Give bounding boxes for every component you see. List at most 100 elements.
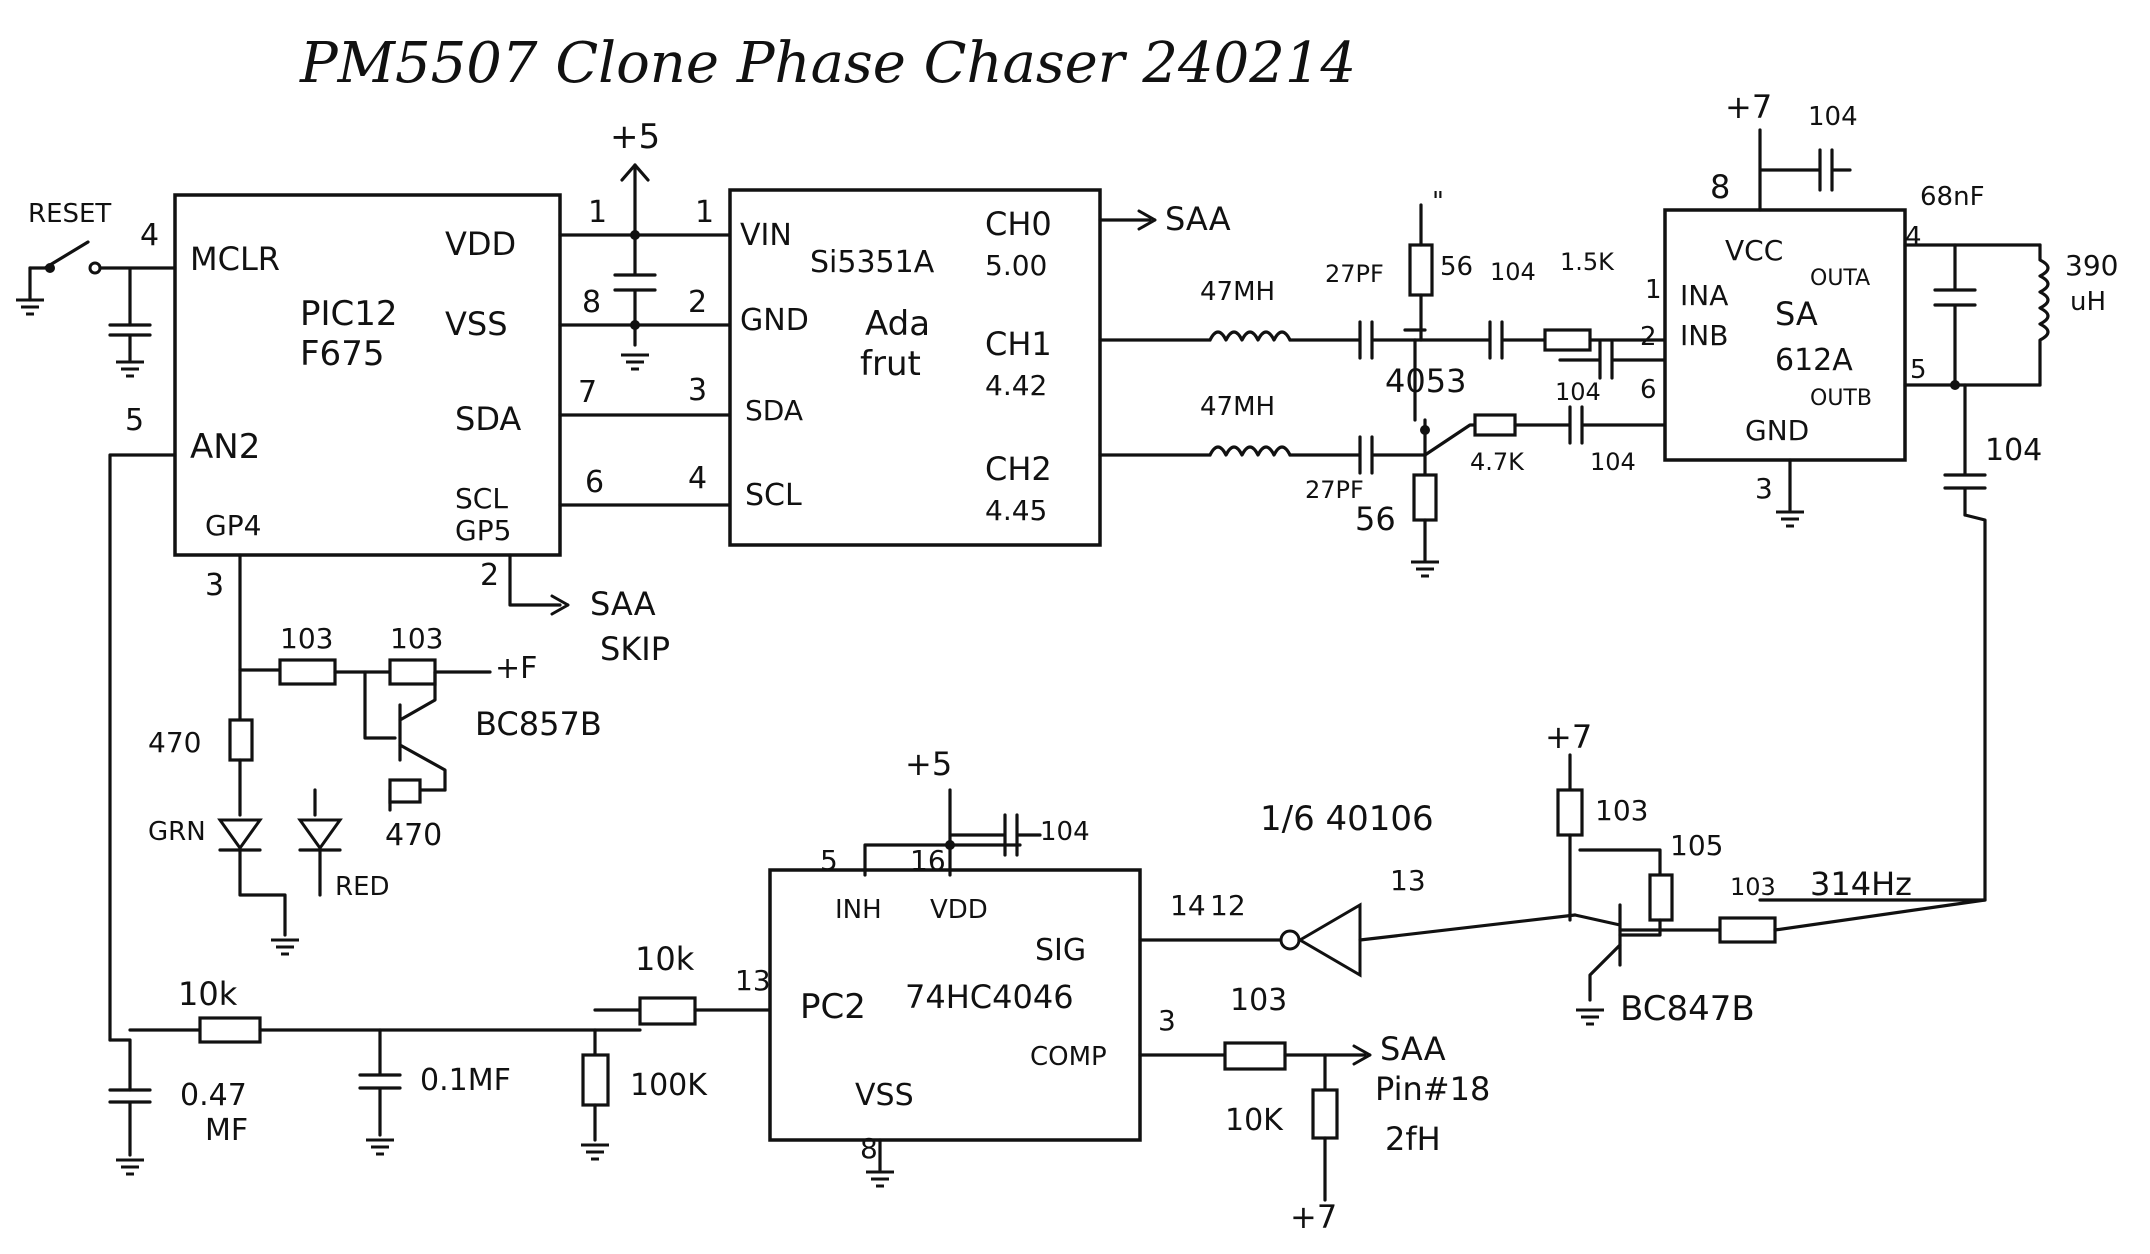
inverter-pin-in: 13 [1390,864,1426,897]
filter-network: 0.47 MF 10k 0.1MF 100K 10k [108,453,772,1176]
led-section: 103 103 +F BC857B 470 GRN 470 RED [148,553,602,956]
saa-res10k-label: 10K [1225,1103,1284,1138]
bc847-res103b-label: 103 [1730,873,1776,901]
pll-pinnum-pc2: 13 [735,964,771,997]
inverter-label: 1/6 40106 [1260,799,1434,839]
pll-part: 74HC4046 [905,978,1074,1016]
pic-pinnum-sda: 7 [578,375,597,410]
pic-pinnum-vdd: 1 [588,195,607,230]
pll-pinnum-vss: 8 [860,1132,878,1165]
si5351-pin-sda: SDA [745,394,803,427]
si5351-saa-out: SAA [1165,200,1231,238]
saa-skip-line1: SAA [590,585,656,623]
res10k-b-label: 10k [635,940,695,978]
pll-decoupling-label: 104 [1040,817,1090,847]
bc857b-label: BC857B [475,705,602,743]
pll-pinnum-comp: 3 [1158,1004,1176,1037]
pic-pinnum-an2: 5 [125,403,144,438]
res4k7-label: 4.7K [1470,448,1525,476]
pic-pinnum-gp4: 3 [205,568,224,603]
si5351-ch0-freq: 5.00 [985,249,1047,282]
sa612-pinnum-outa: 4 [1905,222,1922,252]
pic-pin-sda: SDA [455,400,521,438]
si5351-ch1-freq: 4.42 [985,369,1047,402]
cap2-label: 27PF [1305,476,1364,504]
cap104-c-label: 104 [1555,378,1601,406]
diagram-title: PM5507 Clone Phase Chaser 240214 [299,31,1356,96]
si5351-pinnum-vin: 1 [695,195,714,230]
supply-plus5-top: +5 [610,117,660,157]
pll-pinnum-sig-b: 12 [1210,889,1246,922]
pll-pin-comp: COMP [1030,1042,1107,1072]
si5351-part: Si5351A [810,245,935,280]
cap104-b-label: 104 [1590,448,1636,476]
si5351a-module: Si5351A Ada frut VIN GND SDA SCL 1 2 3 4… [688,188,1102,547]
pll-pin-pc2: PC2 [800,987,866,1027]
led-green-label: GRN [148,817,206,847]
rf-path: 47MH 27PF 56 " 4053 104 1.5K 47MH 27PF 4… [1098,187,1667,578]
sa612-decoupling-label: 104 [1808,102,1858,132]
tank-circuit: 68nF 390 uH 104 [1758,182,2118,902]
pic-pin-mclr: MCLR [190,240,280,278]
sa612-pinnum-inb2: 6 [1640,375,1657,405]
si5351-pinnum-scl: 4 [688,461,707,496]
sa612-part-line1: SA [1775,295,1818,333]
si5351-pin-gnd: GND [740,303,809,338]
si5351-pin-vin: VIN [740,218,792,253]
res10k-a-label: 10k [178,975,238,1013]
pic-pinnum-scl: 6 [585,465,604,500]
si5351-brand-line2: frut [860,344,921,384]
pic-part-line2: F675 [300,334,384,374]
si5351-ch2: CH2 [985,450,1052,488]
pic-pinnum-vss: 8 [582,285,601,320]
cap1-label: 27PF [1325,260,1384,288]
si5351-pinnum-gnd: 2 [688,285,707,320]
si5351-ch0: CH0 [985,205,1052,243]
inverter-stage: 1/6 40106 13 [1138,799,1577,978]
sa612-pinnum-inb: 2 [1640,322,1657,352]
sa612-pin-vcc: VCC [1725,234,1783,267]
bc847b-label: BC847B [1620,989,1755,1029]
sa612-cap68-label: 68nF [1920,182,1985,212]
si5351-ch2-freq: 4.45 [985,494,1047,527]
supply-plusf: +F [495,651,537,686]
cap047-line2: MF [205,1113,248,1148]
saa-out-line1: SAA [1380,1030,1446,1068]
pll-pin-inh: INH [835,895,882,925]
res56-a-label: 56 [1440,252,1473,282]
saa-skip-line2: SKIP [600,630,670,668]
sa612-pin-outb: OUTB [1810,386,1872,411]
pic-pin-gp4: GP4 [205,509,261,542]
sa612-pin-outa: OUTA [1810,266,1870,291]
si5351-ch1: CH1 [985,325,1052,363]
si5351-pinnum-sda: 3 [688,373,707,408]
pic-part-line1: PIC12 [300,294,398,334]
saa-out-line3: 2fH [1385,1120,1441,1158]
inductor2-label: 47MH [1200,392,1275,422]
sa612-part-line2: 612A [1775,343,1853,378]
inductor1-label: 47MH [1200,277,1275,307]
saa-out-line2: Pin#18 [1375,1070,1490,1108]
pll-pinnum-sig-a: 14 [1170,889,1206,922]
saa-output: 103 SAA Pin#18 2fH 10K +7 [1138,983,1490,1236]
bc847-res103-label: 103 [1595,794,1648,827]
led-res-a-label: 103 [280,622,333,655]
chip-4053-label: 4053 [1385,362,1466,400]
saa-res103-label: 103 [1230,983,1287,1018]
res1k5-label: 1.5K [1560,248,1615,276]
pic12f675-chip: PIC12 F675 MCLR VDD VSS SDA AN2 GP4 SCL … [125,193,607,603]
pic-pinnum-gp5: 2 [480,558,499,593]
reset-label: RESET [28,199,111,229]
pll-pinnum-inh: 5 [820,844,838,877]
sa612-pinnum-outb: 5 [1910,355,1927,385]
pic-pin-vdd: VDD [445,225,516,263]
pll-74hc4046: 74HC4046 INH VDD SIG PC2 COMP VSS 5 16 1… [735,844,1246,1165]
supply-plus5-pll: +5 [905,745,952,783]
si5351-pin-scl: SCL [745,478,802,513]
si5351-brand-line1: Ada [865,304,930,344]
led-res470-a-label: 470 [148,726,201,759]
led-red-label: RED [335,872,390,902]
pll-pinnum-vdd: 16 [910,844,946,877]
led-res470-b-label: 470 [385,818,442,853]
